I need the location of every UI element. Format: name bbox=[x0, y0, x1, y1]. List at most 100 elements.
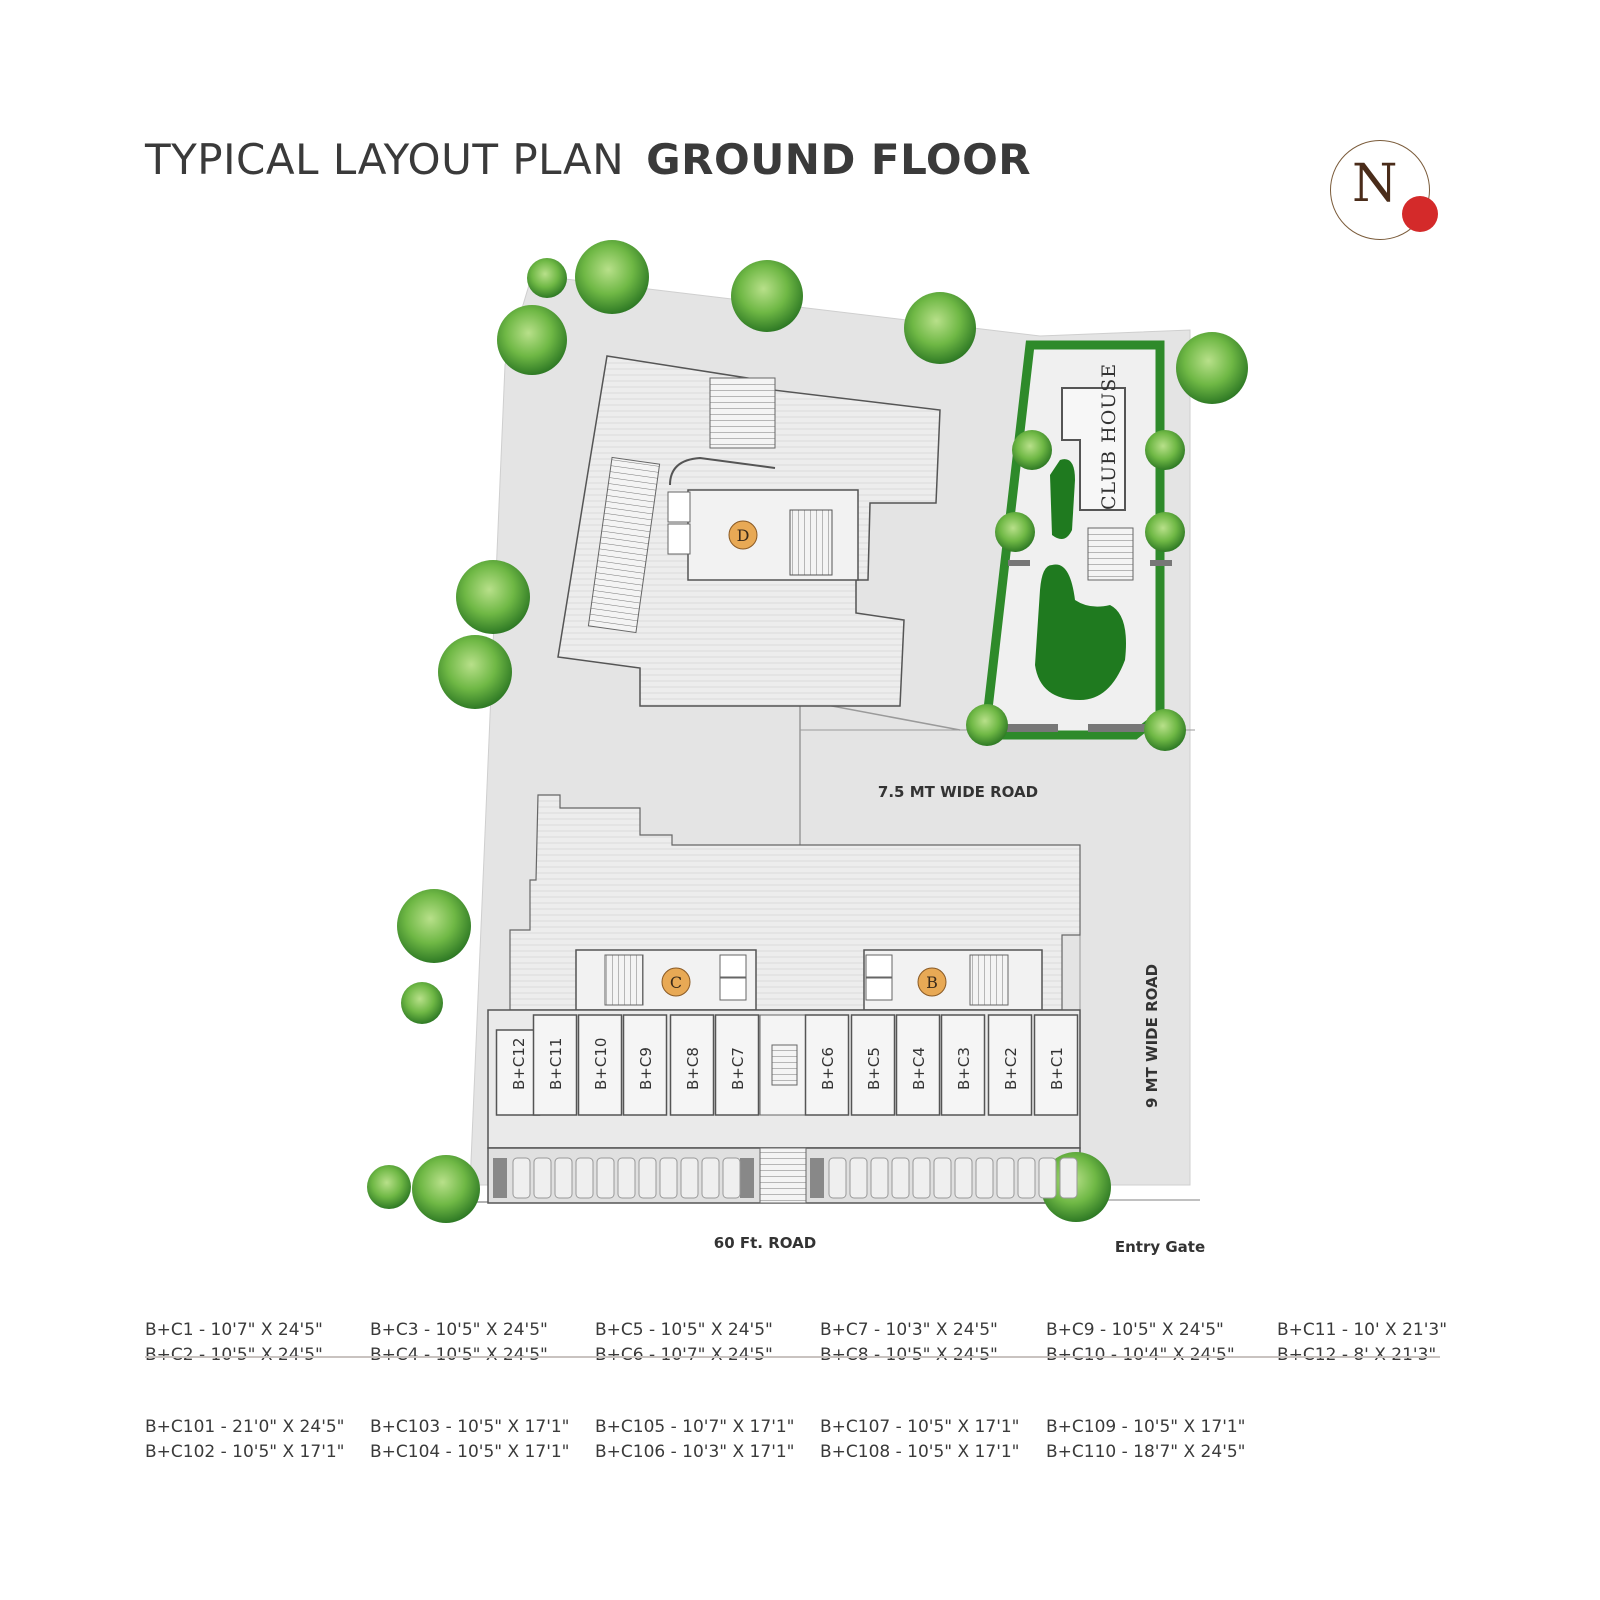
parking-bay bbox=[722, 1157, 741, 1199]
shop-cell bbox=[495, 1029, 541, 1116]
parking-bay bbox=[512, 1157, 531, 1199]
legend-line: B+C6 - 10'7" X 24'5" bbox=[595, 1345, 773, 1365]
tree bbox=[367, 1165, 411, 1209]
shop-cell bbox=[895, 1014, 941, 1116]
parking-bay bbox=[870, 1157, 889, 1199]
shop-cell bbox=[669, 1014, 715, 1116]
legend-entry: B+C3 - 10'5" X 24'5" B+C4 - 10'5" X 24'5" bbox=[370, 1318, 548, 1368]
tower-d-marker: D bbox=[728, 520, 758, 550]
shop-cell bbox=[622, 1014, 668, 1116]
shop-cell bbox=[714, 1014, 760, 1116]
parking-bay bbox=[533, 1157, 552, 1199]
club-house-label: CLUB HOUSE bbox=[1098, 363, 1120, 510]
legend-line: B+C106 - 10'3" X 17'1" bbox=[595, 1442, 795, 1462]
shop-label: B+C1 bbox=[1048, 1047, 1066, 1090]
tree bbox=[456, 560, 530, 634]
tree bbox=[497, 305, 567, 375]
legend-entry: B+C107 - 10'5" X 17'1" B+C108 - 10'5" X 1… bbox=[820, 1415, 1020, 1465]
legend-line: B+C10 - 10'4" X 24'5" bbox=[1046, 1345, 1235, 1365]
shop-label: B+C3 bbox=[955, 1047, 973, 1090]
tower-c-label: C bbox=[670, 973, 682, 992]
shop-label: B+C9 bbox=[637, 1047, 655, 1090]
shop-cell bbox=[850, 1014, 896, 1116]
tree bbox=[412, 1155, 480, 1223]
shop-label: B+C5 bbox=[865, 1047, 883, 1090]
legend-line: B+C11 - 10' X 21'3" bbox=[1277, 1320, 1448, 1340]
parking-bay bbox=[575, 1157, 594, 1199]
tree bbox=[575, 240, 649, 314]
tree bbox=[995, 512, 1035, 552]
tree bbox=[1176, 332, 1248, 404]
legend-line: B+C1 - 10'7" X 24'5" bbox=[145, 1320, 323, 1340]
parking-bay bbox=[1059, 1157, 1078, 1199]
shop-label: B+C4 bbox=[910, 1047, 928, 1090]
shop-label: B+C10 bbox=[592, 1038, 610, 1090]
parking-bay bbox=[996, 1157, 1015, 1199]
tower-c-marker: C bbox=[661, 967, 691, 997]
tree bbox=[1012, 430, 1052, 470]
legend-line: B+C8 - 10'5" X 24'5" bbox=[820, 1345, 998, 1365]
tree bbox=[1144, 709, 1186, 751]
legend-divider bbox=[145, 1356, 1440, 1358]
legend-line: B+C4 - 10'5" X 24'5" bbox=[370, 1345, 548, 1365]
shop-cell bbox=[804, 1014, 850, 1116]
road-label-7-5: 7.5 MT WIDE ROAD bbox=[878, 783, 1038, 801]
legend-line: B+C104 - 10'5" X 17'1" bbox=[370, 1442, 570, 1462]
parking-bay bbox=[912, 1157, 931, 1199]
tree bbox=[904, 292, 976, 364]
logo-ring bbox=[1330, 140, 1430, 240]
tree bbox=[527, 258, 567, 298]
legend-line: B+C2 - 10'5" X 24'5" bbox=[145, 1345, 323, 1365]
shop-label: B+C7 bbox=[729, 1047, 747, 1090]
shop-label: B+C12 bbox=[510, 1038, 528, 1090]
parking-bay bbox=[659, 1157, 678, 1199]
legend-line: B+C105 - 10'7" X 17'1" bbox=[595, 1417, 795, 1437]
legend-line: B+C108 - 10'5" X 17'1" bbox=[820, 1442, 1020, 1462]
parking-bay bbox=[933, 1157, 952, 1199]
legend-line: B+C12 - 8' X 21'3" bbox=[1277, 1345, 1437, 1365]
shop-cell bbox=[987, 1014, 1033, 1116]
legend-entry: B+C7 - 10'3" X 24'5" B+C8 - 10'5" X 24'5" bbox=[820, 1318, 998, 1368]
legend-entry: B+C5 - 10'5" X 24'5" B+C6 - 10'7" X 24'5" bbox=[595, 1318, 773, 1368]
logo-dot bbox=[1402, 196, 1438, 232]
parking-bay bbox=[596, 1157, 615, 1199]
legend-line: B+C110 - 18'7" X 24'5" bbox=[1046, 1442, 1246, 1462]
parking-bays bbox=[512, 1157, 1078, 1199]
logo-letter: N bbox=[1352, 154, 1398, 214]
entry-gate-label: Entry Gate bbox=[1115, 1238, 1205, 1256]
shop-cell bbox=[1033, 1014, 1079, 1116]
parking-bay bbox=[1017, 1157, 1036, 1199]
tower-d-label: D bbox=[737, 526, 750, 545]
shop-cell bbox=[940, 1014, 986, 1116]
legend-entry: B+C101 - 21'0" X 24'5"B+C102 - 10'5" X 1… bbox=[145, 1415, 345, 1465]
tower-d-block bbox=[557, 355, 941, 707]
parking-bay bbox=[1038, 1157, 1057, 1199]
shop-label: B+C2 bbox=[1002, 1047, 1020, 1090]
parking-bay bbox=[638, 1157, 657, 1199]
tree bbox=[731, 260, 803, 332]
legend-line: B+C7 - 10'3" X 24'5" bbox=[820, 1320, 998, 1340]
road-label-60: 60 Ft. ROAD bbox=[714, 1234, 816, 1252]
tree bbox=[1145, 430, 1185, 470]
shop-cell bbox=[577, 1014, 623, 1116]
title-bold: GROUND FLOOR bbox=[646, 135, 1032, 184]
shop-cell bbox=[532, 1014, 578, 1116]
tower-b-marker: B bbox=[917, 967, 947, 997]
shop-label: B+C8 bbox=[684, 1047, 702, 1090]
legend-line: B+C101 - 21'0" X 24'5" bbox=[145, 1417, 345, 1437]
parking-bay bbox=[617, 1157, 636, 1199]
legend-entry: B+C11 - 10' X 21'3" B+C12 - 8' X 21'3" bbox=[1277, 1318, 1447, 1368]
tree bbox=[401, 982, 443, 1024]
shop-label: B+C6 bbox=[819, 1047, 837, 1090]
legend-line: B+C107 - 10'5" X 17'1" bbox=[820, 1417, 1020, 1437]
parking-bay bbox=[701, 1157, 720, 1199]
tower-b-label: B bbox=[926, 973, 938, 992]
legend-line: B+C5 - 10'5" X 24'5" bbox=[595, 1320, 773, 1340]
legend-entry: B+C105 - 10'7" X 17'1" B+C106 - 10'3" X 1… bbox=[595, 1415, 795, 1465]
tower-bc-block bbox=[487, 794, 1081, 1204]
legend-line: B+C3 - 10'5" X 24'5" bbox=[370, 1320, 548, 1340]
legend-entry: B+C103 - 10'5" X 17'1"B+C104 - 10'5" X 1… bbox=[370, 1415, 570, 1465]
parking-bay bbox=[975, 1157, 994, 1199]
legend-line: B+C109 - 10'5" X 17'1" bbox=[1046, 1417, 1246, 1437]
